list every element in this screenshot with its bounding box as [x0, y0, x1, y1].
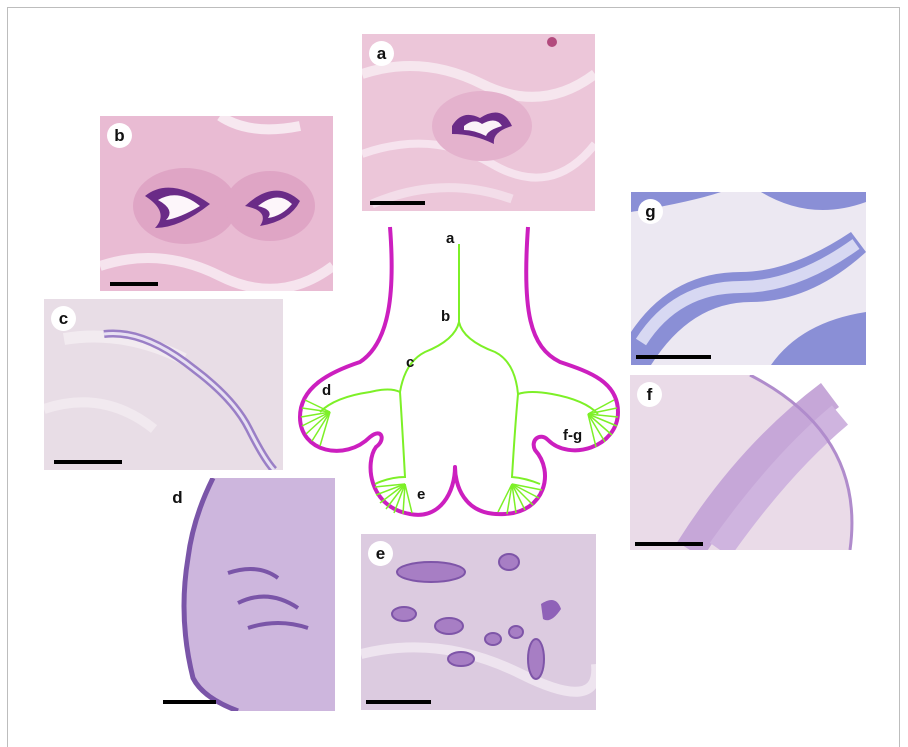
panel-f-image — [630, 375, 866, 550]
panel-b-label: b — [107, 123, 132, 148]
diagram-svg — [290, 222, 630, 527]
panel-f-scalebar — [635, 542, 703, 546]
panel-e-label: e — [368, 541, 393, 566]
diagram-fan-fg — [588, 400, 618, 447]
diagram-label-c: c — [406, 354, 414, 371]
panel-g: g — [631, 192, 866, 365]
panel-a: a — [362, 34, 595, 211]
panel-f: f — [630, 375, 866, 550]
panel-e: e — [361, 534, 596, 710]
panel-d-label: d — [165, 485, 190, 510]
panel-e-image — [361, 534, 596, 710]
diagram-label-e: e — [417, 486, 425, 503]
panel-g-image — [631, 192, 866, 365]
panel-a-scalebar — [370, 201, 425, 205]
panel-a-image — [362, 34, 595, 211]
panel-c-label: c — [51, 306, 76, 331]
prostate-duct-diagram: a b c d e f-g — [290, 222, 630, 527]
panel-d-scalebar — [163, 700, 216, 704]
diagram-label-d: d — [322, 382, 331, 399]
diagram-label-fg: f-g — [563, 427, 582, 444]
panel-c-image — [44, 299, 283, 470]
panel-c: c — [44, 299, 283, 470]
panel-g-scalebar — [636, 355, 711, 359]
panel-c-scalebar — [54, 460, 122, 464]
diagram-label-a: a — [446, 230, 454, 247]
panel-g-label: g — [638, 199, 663, 224]
panel-a-label: a — [369, 41, 394, 66]
panel-e-scalebar — [366, 700, 431, 704]
panel-b-scalebar — [110, 282, 158, 286]
panel-f-label: f — [637, 382, 662, 407]
diagram-label-b: b — [441, 308, 450, 325]
